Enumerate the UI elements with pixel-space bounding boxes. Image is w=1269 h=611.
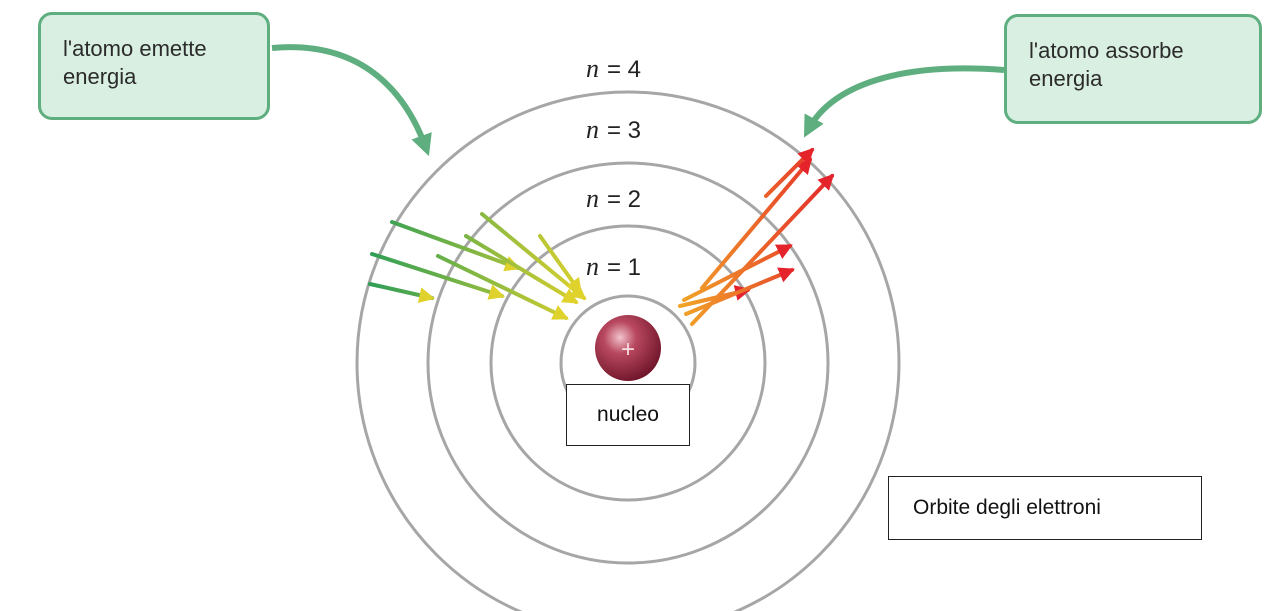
callout-emits-line1: l'atomo emette [63, 36, 207, 61]
absorb-curve-arrow [803, 65, 1005, 138]
absorption-arrow [764, 147, 815, 198]
emit-curve-arrow [271, 44, 432, 157]
orbits-label: Orbite degli elettroni [888, 476, 1202, 540]
nucleus-plus-symbol: + [621, 336, 635, 363]
emission-arrow [464, 234, 579, 304]
callout-emits-energy: l'atomo emette energia [38, 12, 270, 120]
absorption-arrow [690, 173, 835, 326]
nucleus [595, 315, 661, 381]
emission-arrow [436, 254, 569, 320]
level-label-n1: n= 1 [586, 252, 641, 281]
callout-absorbs-line1: l'atomo assorbe [1029, 38, 1184, 63]
absorption-arrow [682, 244, 793, 302]
callout-absorbs-energy: l'atomo assorbe energia [1004, 14, 1262, 124]
absorption-arrow [700, 157, 813, 290]
absorption-arrow [684, 267, 795, 316]
emission-arrows [368, 212, 587, 320]
emission-arrow [368, 282, 436, 303]
emission-arrow [390, 220, 522, 272]
level-label-n2: n= 2 [586, 184, 641, 213]
level-label-n4: n= 4 [586, 54, 641, 83]
callout-emits-line2: energia [63, 64, 137, 89]
nucleus-label: nucleo [566, 384, 690, 446]
absorption-arrows [678, 147, 835, 326]
emission-arrow [538, 234, 582, 295]
emission-arrow [370, 252, 506, 300]
orbits [355, 90, 901, 611]
callout-absorbs-line2: energia [1029, 66, 1103, 91]
orbit-n4 [355, 90, 901, 611]
orbit-n3 [426, 161, 830, 565]
orbit-n2 [489, 224, 767, 502]
level-label-n3: n= 3 [586, 115, 641, 144]
